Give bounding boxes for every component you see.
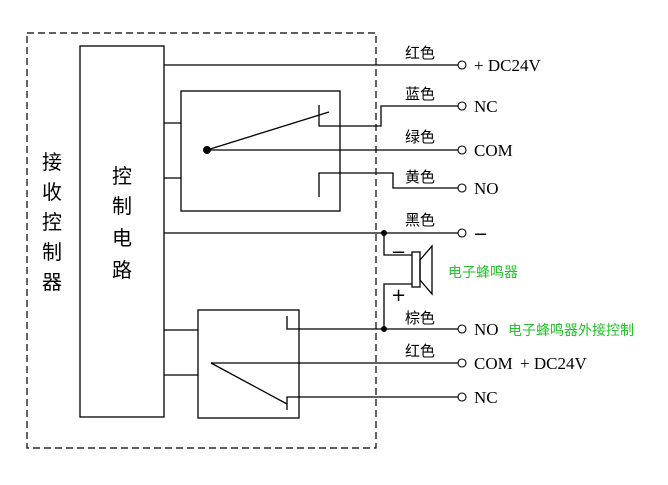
- buzzer-plus-sign: +: [391, 285, 406, 306]
- pin-dc24v-top: + DC24V: [474, 56, 541, 75]
- receiver-char: 器: [42, 270, 62, 294]
- terminal-nc-bottom[interactable]: [457, 392, 467, 402]
- relay-1-arm: [206, 111, 330, 151]
- wire-yellow: [340, 172, 458, 189]
- terminal-nc-top[interactable]: [457, 101, 467, 111]
- receiver-enclosure: [26, 32, 377, 449]
- receiver-char: 收: [42, 180, 62, 204]
- relay-2-no-contact: [286, 316, 299, 330]
- pin-com-bottom: COM: [474, 354, 513, 373]
- label-green: 绿色: [405, 128, 435, 146]
- receiver-char: 接: [42, 150, 62, 174]
- terminal-no-bottom[interactable]: [457, 324, 467, 334]
- control-circuit-label: 控 制 电 路: [112, 164, 132, 282]
- label-yellow: 黄色: [405, 168, 435, 186]
- label-blue: 蓝色: [405, 85, 435, 103]
- relay-2-box: [197, 309, 300, 419]
- wire-blue: [340, 105, 458, 127]
- relay-1-box: [180, 90, 341, 212]
- relay-2-arm: [210, 362, 288, 405]
- label-red-top: 红色: [405, 44, 435, 62]
- terminal-minus[interactable]: [457, 228, 467, 238]
- receiver-label: 接 收 控 制 器: [42, 150, 62, 294]
- terminal-com-bottom[interactable]: [457, 358, 467, 368]
- control-circuit-box: [79, 45, 165, 418]
- pin-dc24v-bottom: + DC24V: [520, 354, 587, 373]
- relay-1-no-contact: [318, 172, 340, 197]
- relay-2-nc-contact: [286, 396, 299, 410]
- pin-com-top: COM: [474, 141, 513, 160]
- terminal-com-top[interactable]: [457, 145, 467, 155]
- terminal-dc24v-top[interactable]: [457, 60, 467, 70]
- pin-no-bottom: NO: [474, 320, 499, 339]
- pin-nc-top: NC: [474, 97, 498, 116]
- buzzer-body: [411, 251, 421, 288]
- receiver-char: 控: [42, 210, 62, 234]
- pin-nc-bottom: NC: [474, 388, 498, 407]
- control-circuit-char: 路: [112, 258, 132, 282]
- control-circuit-char: 电: [112, 226, 132, 250]
- label-red-bottom: 红色: [405, 342, 435, 360]
- relay-1-nc-contact: [318, 105, 340, 127]
- label-brown: 棕色: [405, 309, 435, 327]
- label-black: 黑色: [405, 211, 435, 229]
- terminal-no-top[interactable]: [457, 183, 467, 193]
- buzzer-label: 电子蜂鸣器: [448, 264, 518, 281]
- receiver-char: 制: [42, 240, 62, 264]
- pin-minus: −: [473, 224, 488, 245]
- buzzer-external-control-label: 电子蜂鸣器外接控制: [508, 322, 634, 339]
- control-circuit-char: 控: [112, 164, 132, 188]
- buzzer-icon: [419, 244, 433, 296]
- control-circuit-char: 制: [112, 194, 132, 218]
- pin-no-top: NO: [474, 179, 499, 198]
- buzzer-minus-sign: −: [391, 242, 406, 263]
